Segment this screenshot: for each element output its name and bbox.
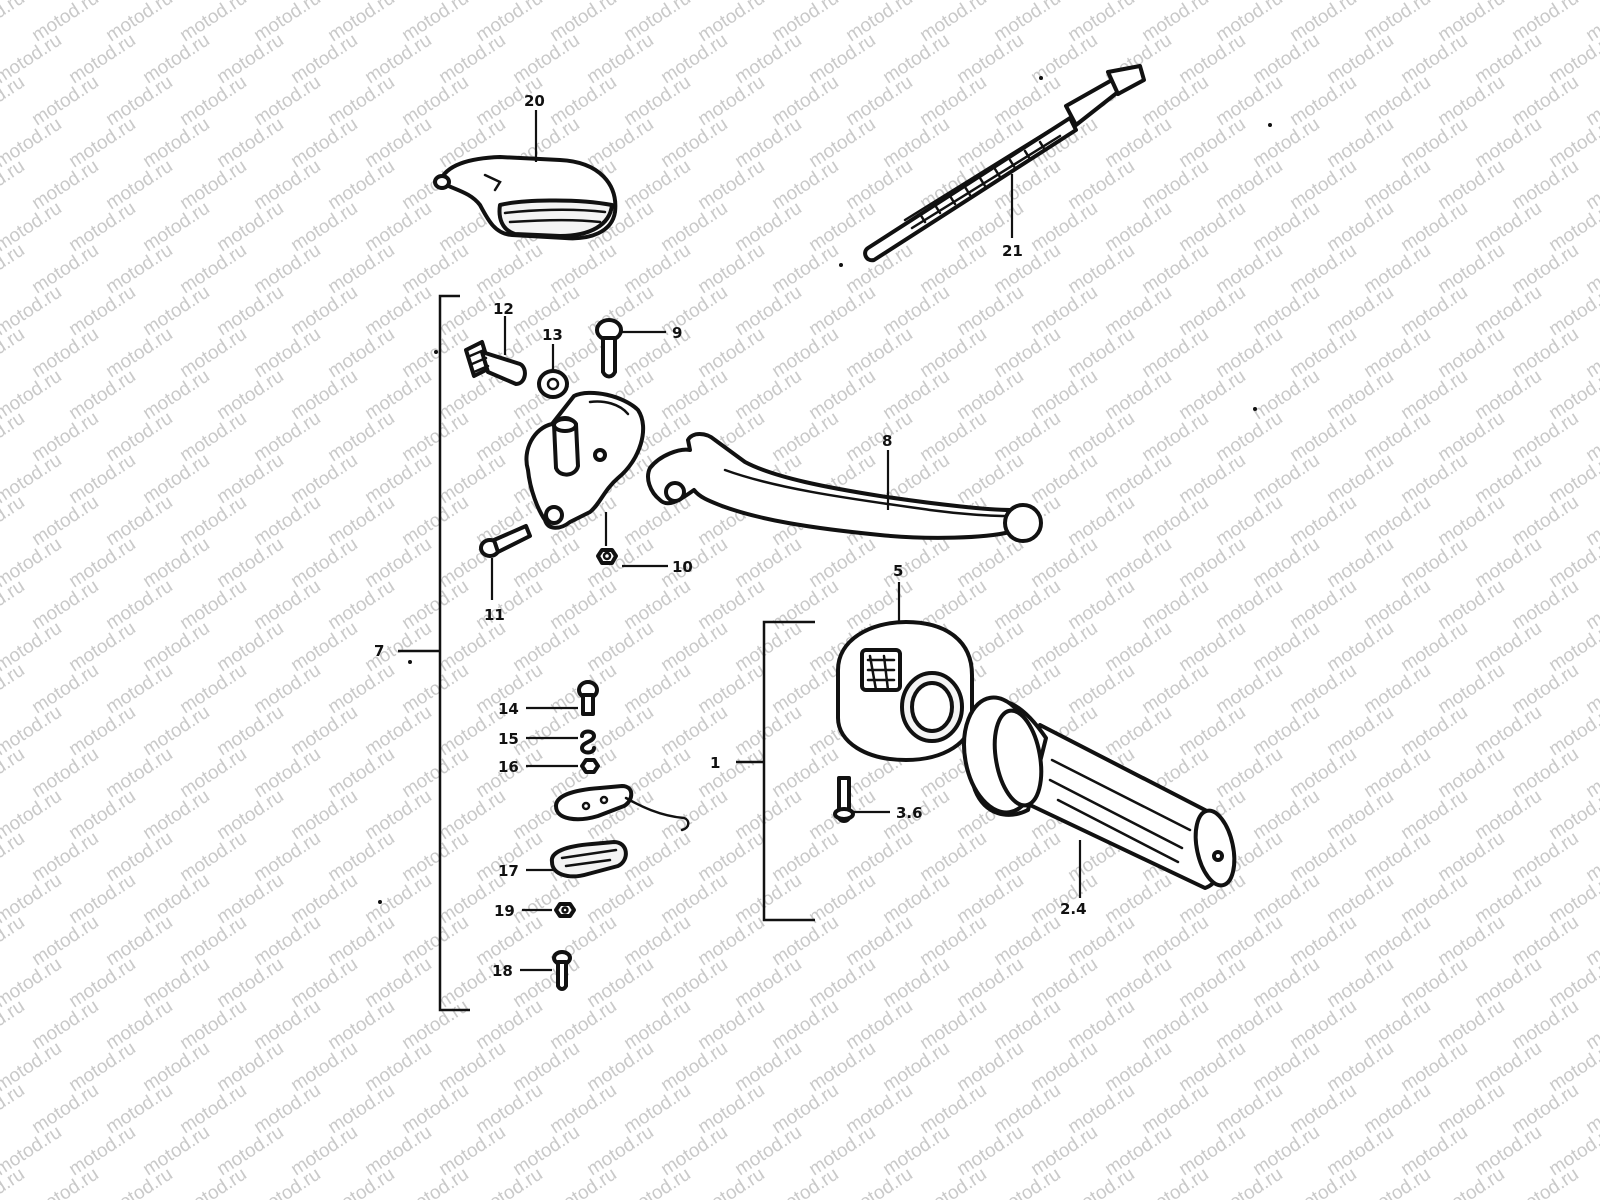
screw-part-18 bbox=[520, 950, 572, 991]
callout-9: 9 bbox=[672, 324, 682, 342]
callout-14: 14 bbox=[498, 700, 519, 718]
screw-part-3-6 bbox=[833, 776, 890, 823]
nut-part-19 bbox=[522, 902, 576, 918]
lever-bolt-part-11 bbox=[479, 524, 532, 600]
callout-5: 5 bbox=[893, 562, 903, 580]
callout-19: 19 bbox=[494, 902, 515, 920]
handlebar-grip-part-2-4 bbox=[962, 695, 1237, 898]
washer-part-13 bbox=[537, 344, 569, 399]
screw-part-14 bbox=[526, 680, 599, 716]
callout-16: 16 bbox=[498, 758, 519, 776]
assembly-bracket-1 bbox=[736, 620, 815, 922]
callout-1: 1 bbox=[710, 754, 720, 772]
callout-10: 10 bbox=[672, 558, 693, 576]
callout-8: 8 bbox=[882, 432, 892, 450]
clutch-lever-part-8 bbox=[646, 432, 1043, 543]
nut-part-16 bbox=[526, 758, 600, 774]
switch-housing-part-5 bbox=[836, 582, 974, 762]
callout-3-6: 3.6 bbox=[896, 804, 923, 822]
assembly-bracket-7 bbox=[398, 294, 470, 1012]
callout-18: 18 bbox=[492, 962, 513, 980]
callout-15: 15 bbox=[498, 730, 519, 748]
cable-tie-part-21 bbox=[863, 64, 1146, 263]
clutch-switch-with-wire bbox=[554, 784, 690, 832]
lever-boot-part-20 bbox=[433, 110, 618, 241]
callout-12: 12 bbox=[493, 300, 514, 318]
adjuster-bolt-part-12 bbox=[464, 316, 527, 386]
lever-perch bbox=[524, 390, 646, 530]
switch-plate-part-17 bbox=[526, 840, 628, 879]
callout-2-4: 2.4 bbox=[1060, 900, 1087, 918]
callout-11: 11 bbox=[484, 606, 505, 624]
callout-17: 17 bbox=[498, 862, 519, 880]
pivot-bolt-part-9 bbox=[595, 318, 666, 379]
callout-7: 7 bbox=[374, 642, 384, 660]
nut-part-10 bbox=[596, 512, 668, 568]
callout-13: 13 bbox=[542, 326, 563, 344]
callout-21: 21 bbox=[1002, 242, 1023, 260]
spring-washer-part-15 bbox=[526, 729, 596, 755]
callout-20: 20 bbox=[524, 92, 545, 110]
